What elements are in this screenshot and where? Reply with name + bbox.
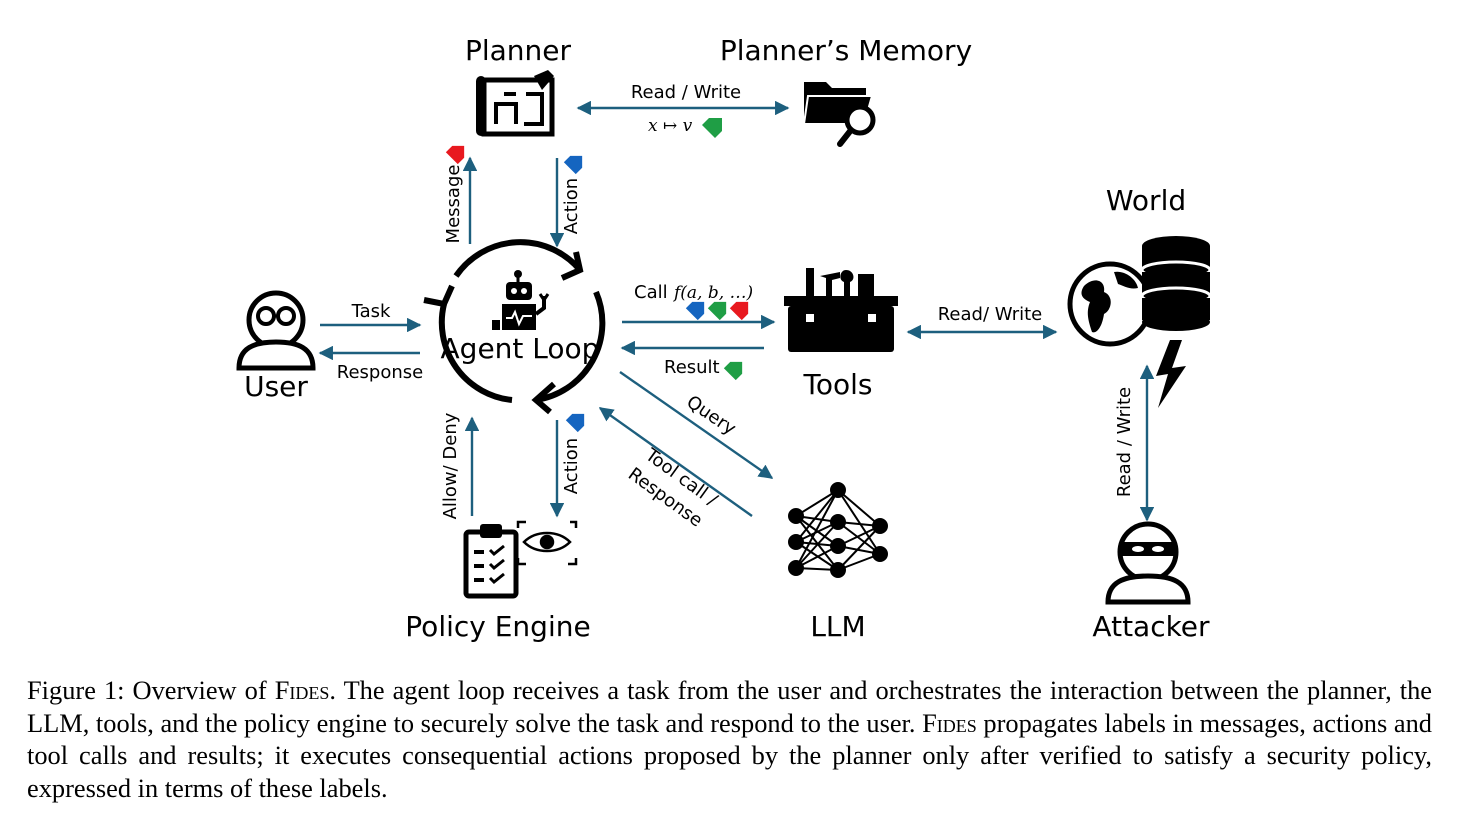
agent-loop-label: Agent Loop [441, 332, 600, 365]
llm-label: LLM [810, 610, 865, 643]
architecture-diagram: Planner Planner’s Memory World User Agen… [236, 34, 1212, 643]
caption-part1: . The agent loop receives a task from th… [27, 675, 1433, 738]
caption-system-name-2: Fides [922, 707, 977, 738]
action-bottom-edge-label: Action [561, 438, 582, 494]
allow-deny-edge-label: Allow/ Deny [440, 412, 461, 519]
tag-icon [563, 155, 583, 175]
policy-engine-label: Policy Engine [405, 610, 590, 643]
planner-memory-math: x ↦ v [648, 116, 693, 136]
tools-world-edge-label: Read/ Write [938, 304, 1043, 325]
toolcall-arrow [598, 407, 753, 517]
call-edge-label: Call [634, 282, 668, 303]
call-math: f(a, b, …) [672, 283, 753, 303]
toolbox-icon [784, 268, 898, 352]
tag-icon [445, 145, 465, 165]
globe-database-icon [1067, 236, 1212, 347]
policy-clipboard-icon [463, 520, 578, 599]
robot-icon [492, 270, 550, 330]
planner-memory-edge-label: Read / Write [631, 82, 741, 103]
tag-icon [707, 301, 727, 321]
planner-label: Planner [465, 34, 572, 67]
message-edge-label: Message [443, 165, 464, 244]
result-edge-label: Result [664, 357, 720, 378]
tag-icon [685, 301, 705, 321]
attacker-icon [1105, 521, 1191, 605]
planner-memory-label: Planner’s Memory [720, 34, 972, 67]
caption-system-name: Fides [274, 675, 330, 705]
figure-caption: Figure 1: Overview of Fides. The agent l… [27, 674, 1432, 804]
attacker-label: Attacker [1092, 610, 1210, 643]
neural-network-icon [788, 482, 888, 578]
action-top-edge-label: Action [561, 178, 582, 234]
tools-label: Tools [803, 368, 873, 401]
folder-search-icon [802, 82, 876, 147]
tag-icon [565, 413, 585, 433]
task-edge-label: Task [351, 301, 391, 322]
loop-cycle-icon [423, 239, 606, 415]
response-edge-label: Response [337, 362, 423, 383]
caption-part2: propagates labels in messages, actions a… [27, 707, 1432, 803]
tag-icon [723, 361, 743, 381]
query-edge-label: Query [683, 391, 740, 439]
blueprint-icon [476, 70, 555, 137]
world-attacker-edge-label: Read / Write [1114, 387, 1135, 497]
tag-icon [729, 301, 749, 321]
tag-icon [702, 118, 722, 138]
user-glasses-icon [236, 290, 316, 371]
lightning-icon [1156, 340, 1186, 408]
world-label: World [1106, 184, 1186, 217]
user-label: User [244, 370, 308, 403]
caption-prefix: Figure 1: Overview of [27, 675, 275, 705]
query-arrow [619, 371, 774, 479]
